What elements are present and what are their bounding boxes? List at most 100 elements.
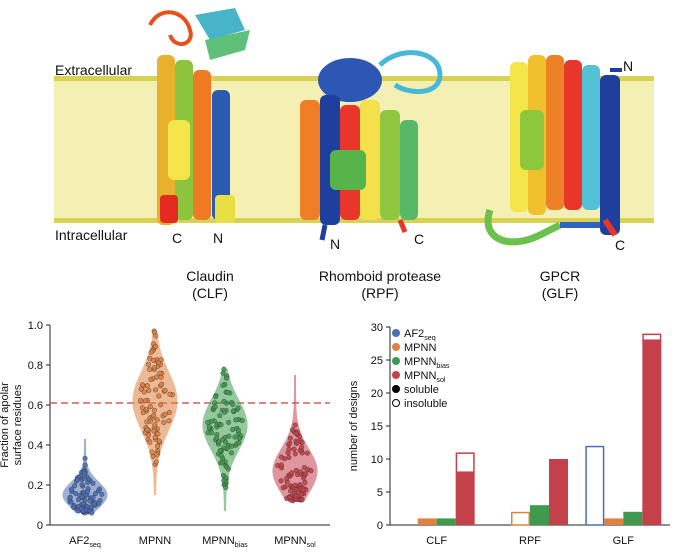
y-tick-label: 1.0	[28, 320, 43, 332]
violin-point	[153, 333, 159, 339]
violin-point	[68, 486, 74, 492]
bar-soluble	[436, 518, 456, 525]
violin-point	[75, 477, 81, 483]
violin-point	[217, 447, 223, 453]
violin-point	[152, 435, 158, 441]
violin-point	[153, 459, 159, 465]
bar-soluble	[455, 472, 475, 525]
bar-soluble	[549, 459, 568, 525]
violin-point	[239, 418, 245, 424]
rhomboid-structure	[300, 50, 443, 241]
violin-point	[144, 383, 150, 389]
violin-point	[147, 439, 153, 445]
violin-point	[73, 490, 79, 496]
violin-point	[143, 407, 149, 413]
violin-body	[132, 331, 178, 495]
violin-point	[224, 389, 230, 395]
violin-point	[151, 412, 157, 418]
violin-point	[287, 440, 293, 446]
violin-point	[300, 487, 306, 493]
violin-point	[147, 366, 153, 372]
violin-point	[148, 377, 154, 383]
violin-point	[236, 435, 242, 441]
violin-point	[161, 420, 167, 426]
violin-point	[229, 443, 235, 449]
violin-point	[145, 361, 151, 367]
violin-point	[297, 482, 303, 488]
violin-point	[99, 491, 105, 497]
violin-x-label: MPNN	[139, 535, 171, 547]
x-tick-label: CLF	[426, 535, 447, 547]
gpcr-structure	[484, 55, 622, 246]
y-tick-label: 5	[377, 487, 383, 499]
violin-point	[90, 480, 96, 486]
violin-point	[213, 394, 219, 400]
violin-point	[80, 501, 86, 507]
violin-point	[71, 504, 77, 510]
violin-point	[81, 470, 87, 476]
y-tick-label: 20	[371, 388, 383, 400]
legend-marker	[392, 329, 400, 337]
violin-point	[140, 410, 146, 416]
violin-point	[167, 391, 173, 397]
violin-point	[287, 494, 293, 500]
violin-point	[217, 413, 223, 419]
violin-point	[223, 439, 229, 445]
violin-point	[156, 393, 162, 399]
legend-label-insoluble: insoluble	[404, 398, 447, 410]
violin-point	[218, 422, 224, 428]
violin-point	[155, 443, 161, 449]
violin-point	[278, 454, 284, 460]
violin-point	[298, 491, 304, 497]
violin-point	[153, 344, 159, 350]
bar-soluble	[623, 511, 643, 525]
violin-point	[301, 475, 307, 481]
violin-point	[275, 463, 281, 469]
violin-point	[166, 409, 172, 415]
violin-point	[153, 387, 159, 393]
y-axis-label: Fraction of apolarsurface residues	[0, 382, 24, 468]
violin-point	[162, 411, 168, 417]
gpcr-c-terminus: C	[615, 237, 625, 253]
legend-label: MPNN	[404, 342, 436, 354]
bar-soluble	[604, 518, 624, 525]
violin-point	[67, 494, 73, 500]
rhomboid-n-terminus: N	[330, 236, 340, 252]
violin-point	[154, 417, 160, 423]
violin-point	[90, 495, 96, 501]
violin-point	[226, 419, 232, 425]
legend-label: AF2seq	[404, 328, 436, 342]
violin-point	[151, 428, 157, 434]
violin-point	[151, 407, 157, 413]
violin-point	[293, 431, 299, 437]
violin-point	[221, 366, 227, 372]
violin-point	[141, 389, 147, 395]
membrane-edge-bottom	[54, 218, 654, 223]
violin-point	[292, 451, 298, 457]
violin-point	[221, 478, 227, 484]
violin-point	[154, 452, 160, 458]
violin-point	[87, 498, 93, 504]
violin-point	[231, 408, 237, 414]
y-tick-label: 0.8	[28, 360, 43, 372]
legend-marker	[392, 343, 400, 351]
violin-point	[230, 401, 236, 407]
bar-insoluble	[642, 333, 662, 341]
violin-point	[295, 439, 301, 445]
bar-insoluble	[511, 511, 530, 526]
y-axis-label: number of designs	[348, 380, 360, 471]
violin-point	[138, 397, 144, 403]
violin-point	[144, 427, 150, 433]
gpcr-name: GPCR	[539, 268, 581, 284]
y-tick-label: 25	[371, 355, 383, 367]
violin-point	[288, 488, 294, 494]
violin-point	[292, 422, 298, 428]
violin-point	[147, 404, 153, 410]
violin-x-label: MPNNsol	[274, 535, 316, 549]
violin-point	[162, 387, 168, 393]
violin-point	[142, 398, 148, 404]
bar-soluble	[417, 518, 437, 525]
violin-point	[291, 446, 297, 452]
legend-marker-insoluble	[392, 399, 400, 407]
